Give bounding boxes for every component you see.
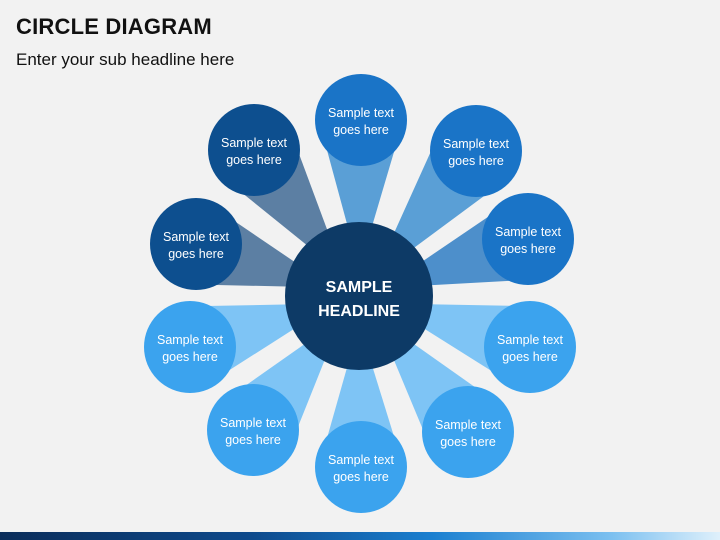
outer-node: Sample text goes here [150, 198, 242, 290]
outer-node: Sample text goes here [422, 386, 514, 478]
outer-node-circle [315, 421, 407, 513]
outer-node-line-1: Sample text [435, 418, 502, 432]
outer-node: Sample text goes here [144, 301, 236, 393]
outer-node-circle [482, 193, 574, 285]
outer-node-line-2: goes here [226, 153, 282, 167]
page-title: CIRCLE DIAGRAM [16, 14, 212, 39]
outer-node-line-1: Sample text [328, 453, 395, 467]
outer-node-line-2: goes here [333, 123, 389, 137]
center-circle-group: SAMPLE HEADLINE [285, 222, 433, 370]
outer-node: Sample text goes here [207, 384, 299, 476]
outer-node: Sample text goes here [484, 301, 576, 393]
outer-node-line-2: goes here [162, 350, 218, 364]
outer-node-circle [484, 301, 576, 393]
center-line-2: HEADLINE [318, 303, 400, 320]
outer-node: Sample text goes here [430, 105, 522, 197]
outer-node-circle [422, 386, 514, 478]
footer-gradient-bar [0, 532, 720, 540]
outer-node-line-1: Sample text [328, 106, 395, 120]
outer-node-line-2: goes here [440, 435, 496, 449]
outer-node-circle [150, 198, 242, 290]
center-circle [285, 222, 433, 370]
outer-node-line-1: Sample text [221, 136, 288, 150]
outer-node: Sample text goes here [208, 104, 300, 196]
outer-node: Sample text goes here [315, 421, 407, 513]
outer-node-circle [315, 74, 407, 166]
outer-node-line-2: goes here [500, 242, 556, 256]
center-line-1: SAMPLE [326, 279, 393, 296]
outer-node-circle [430, 105, 522, 197]
outer-node-line-2: goes here [225, 433, 281, 447]
outer-node-line-1: Sample text [443, 137, 510, 151]
outer-node-line-1: Sample text [157, 333, 224, 347]
outer-node: Sample text goes here [482, 193, 574, 285]
outer-node-line-1: Sample text [163, 230, 230, 244]
outer-node-circle [208, 104, 300, 196]
outer-node-line-1: Sample text [497, 333, 564, 347]
outer-node-line-2: goes here [448, 154, 504, 168]
outer-node-circle [207, 384, 299, 476]
outer-node-line-1: Sample text [495, 225, 562, 239]
outer-node-line-1: Sample text [220, 416, 287, 430]
outer-node-line-2: goes here [333, 470, 389, 484]
outer-node: Sample text goes here [315, 74, 407, 166]
page-subtitle: Enter your sub headline here [16, 50, 235, 69]
outer-node-line-2: goes here [168, 247, 224, 261]
outer-node-line-2: goes here [502, 350, 558, 364]
outer-node-circle [144, 301, 236, 393]
